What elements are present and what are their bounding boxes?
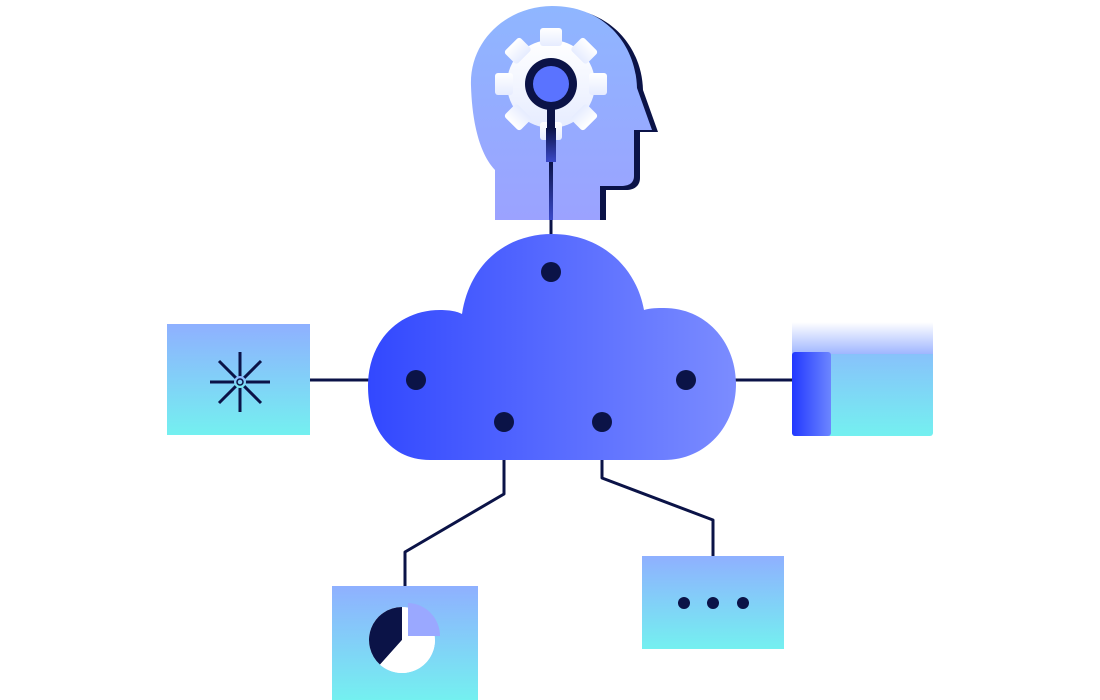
window-titlebar (792, 322, 933, 354)
pie-chart-card (332, 586, 478, 700)
pie-chart-icon (368, 603, 440, 674)
cloud-node-bottom-right (592, 412, 612, 432)
cloud-node-right (676, 370, 696, 390)
cloud-node-left (406, 370, 426, 390)
sparkle-icon (210, 352, 270, 412)
ellipsis-icon (678, 597, 749, 609)
gear-stem (547, 108, 555, 128)
cloud-node-bottom-left (494, 412, 514, 432)
ellipsis-card (642, 556, 784, 649)
cloud-icon (368, 234, 736, 460)
gear-stem-lower (546, 128, 556, 162)
cloud-shape (368, 234, 736, 460)
gear-icon (495, 28, 607, 140)
head-with-gear-icon (470, 6, 658, 220)
window-card (792, 322, 933, 436)
window-sidebar-icon (792, 352, 831, 436)
sparkle-card (167, 324, 310, 435)
cloud-node-top (541, 262, 561, 282)
